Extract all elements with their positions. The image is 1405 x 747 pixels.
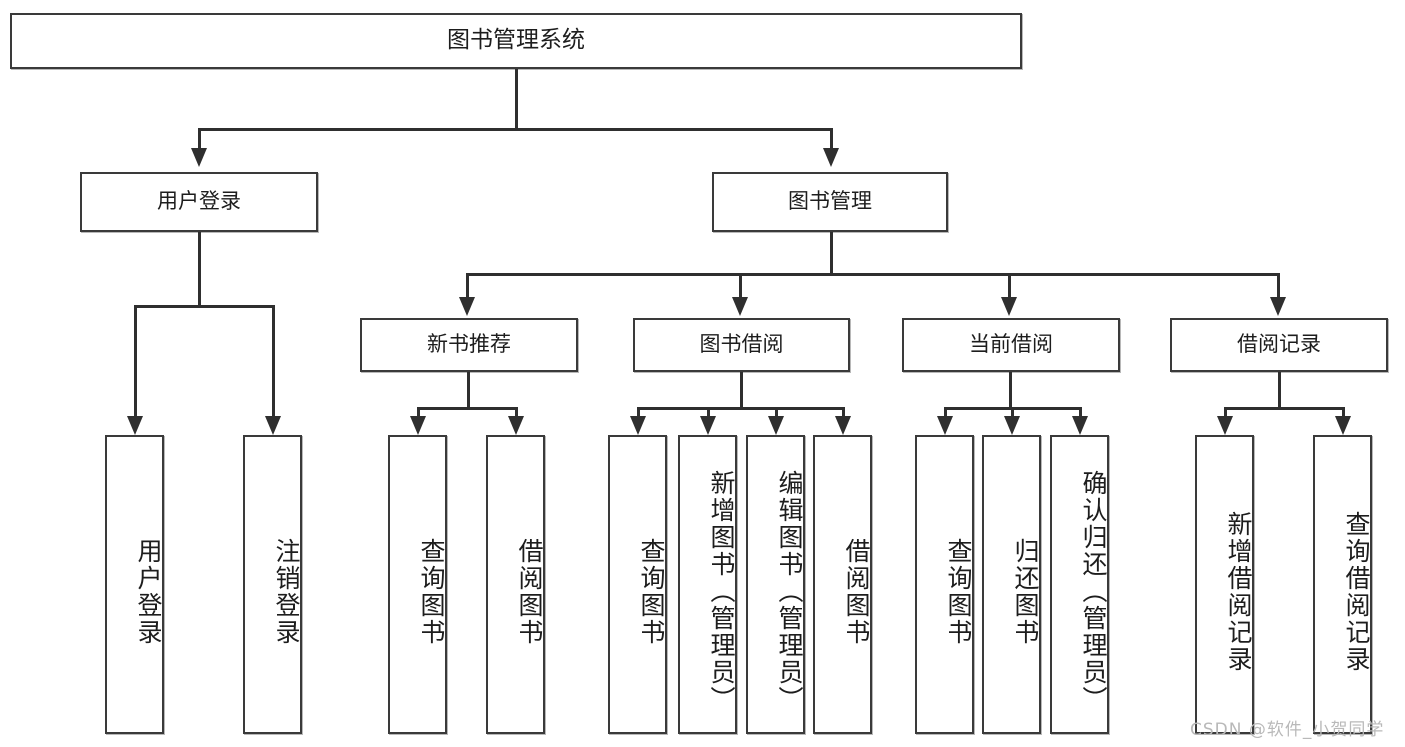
connector-book-borrow-l4 bbox=[842, 407, 845, 416]
node-label: 归还图书 bbox=[1011, 537, 1040, 646]
leaf-query-borrow-record[interactable]: 查询借阅记录 bbox=[1313, 435, 1372, 734]
node-label: 查询图书 bbox=[944, 537, 973, 646]
connector-root-to-user-login bbox=[198, 128, 201, 148]
node-label: 图书管理系统 bbox=[447, 27, 585, 54]
arrowhead-add-record bbox=[1217, 416, 1233, 435]
node-label: 当前借阅 bbox=[969, 332, 1053, 357]
node-label: 图书管理 bbox=[788, 189, 872, 214]
connector-user-login-bus bbox=[134, 305, 272, 308]
leaf-return-book[interactable]: 归还图书 bbox=[982, 435, 1041, 734]
arrowhead-edit-book bbox=[768, 416, 784, 435]
connector-new-book-l1 bbox=[417, 407, 420, 416]
connector-book-borrow-l2 bbox=[707, 407, 710, 416]
arrowhead-return-book bbox=[1004, 416, 1020, 435]
node-new-book-recommend[interactable]: 新书推荐 bbox=[360, 318, 578, 372]
connector-user-login-stem bbox=[198, 232, 201, 308]
node-label: 借阅记录 bbox=[1237, 332, 1321, 357]
node-user-login[interactable]: 用户登录 bbox=[80, 172, 318, 232]
leaf-query-book-current[interactable]: 查询图书 bbox=[915, 435, 974, 734]
arrowhead-book-borrow bbox=[732, 297, 748, 316]
arrowhead-borrow-book-1 bbox=[508, 416, 524, 435]
connector-current-borrow-l2 bbox=[1011, 407, 1014, 416]
connector-current-borrow-stem bbox=[1009, 372, 1012, 410]
node-current-borrow[interactable]: 当前借阅 bbox=[902, 318, 1120, 372]
arrowhead-borrow-record bbox=[1270, 297, 1286, 316]
connector-book-borrow-stem bbox=[740, 372, 743, 410]
arrowhead-new-book-rec bbox=[459, 297, 475, 316]
arrowhead-query-record bbox=[1335, 416, 1351, 435]
node-book-management[interactable]: 图书管理 bbox=[712, 172, 948, 232]
leaf-add-book-admin[interactable]: 新增图书（管理员） bbox=[678, 435, 737, 734]
arrowhead-confirm-return bbox=[1072, 416, 1088, 435]
node-label: 借阅图书 bbox=[515, 537, 544, 646]
connector-book-mgmt-stem bbox=[830, 232, 833, 276]
node-label: 新增图书（管理员） bbox=[707, 470, 736, 713]
node-label: 注销登录 bbox=[272, 537, 301, 646]
connector-to-new-book-rec bbox=[466, 273, 469, 297]
node-root-system[interactable]: 图书管理系统 bbox=[10, 13, 1022, 69]
node-label: 编辑图书（管理员） bbox=[775, 470, 804, 713]
leaf-confirm-return-admin[interactable]: 确认归还（管理员） bbox=[1050, 435, 1109, 734]
leaf-user-login[interactable]: 用户登录 bbox=[105, 435, 164, 734]
connector-root-stem bbox=[515, 69, 518, 129]
node-borrow-record[interactable]: 借阅记录 bbox=[1170, 318, 1388, 372]
arrowhead-query-book-2 bbox=[630, 416, 646, 435]
leaf-query-book-new-rec[interactable]: 查询图书 bbox=[388, 435, 447, 734]
connector-book-mgmt-bus bbox=[466, 273, 1280, 276]
connector-book-borrow-bus bbox=[637, 407, 843, 410]
arrowhead-leaf-user-login bbox=[127, 416, 143, 435]
node-label: 查询图书 bbox=[637, 537, 666, 646]
arrowhead-user-login bbox=[191, 148, 207, 167]
arrowhead-current-borrow bbox=[1001, 297, 1017, 316]
arrowhead-borrow-book-2 bbox=[835, 416, 851, 435]
leaf-query-book-borrow[interactable]: 查询图书 bbox=[608, 435, 667, 734]
arrowhead-book-mgmt bbox=[823, 148, 839, 167]
node-label: 用户登录 bbox=[157, 189, 241, 214]
connector-book-borrow-l1 bbox=[637, 407, 640, 416]
connector-root-to-book-mgmt bbox=[830, 128, 833, 148]
connector-root-bus bbox=[198, 128, 832, 131]
connector-user-login-left bbox=[134, 305, 137, 416]
arrowhead-query-book-3 bbox=[937, 416, 953, 435]
node-label: 新增借阅记录 bbox=[1224, 510, 1253, 673]
node-label: 查询借阅记录 bbox=[1342, 510, 1371, 673]
connector-new-book-l2 bbox=[515, 407, 518, 416]
node-label: 新书推荐 bbox=[427, 332, 511, 357]
connector-new-book-bus bbox=[417, 407, 518, 410]
connector-to-current-borrow bbox=[1008, 273, 1011, 297]
node-book-borrow[interactable]: 图书借阅 bbox=[633, 318, 850, 372]
node-label: 确认归还（管理员） bbox=[1079, 470, 1108, 713]
connector-new-book-stem bbox=[467, 372, 470, 410]
connector-borrow-record-bus bbox=[1224, 407, 1344, 410]
node-label: 图书借阅 bbox=[699, 332, 784, 357]
leaf-borrow-book-new-rec[interactable]: 借阅图书 bbox=[486, 435, 545, 734]
connector-user-login-right bbox=[272, 305, 275, 416]
leaf-logout[interactable]: 注销登录 bbox=[243, 435, 302, 734]
arrowhead-add-book bbox=[700, 416, 716, 435]
arrowhead-leaf-logout bbox=[265, 416, 281, 435]
arrowhead-query-book-1 bbox=[410, 416, 426, 435]
connector-current-borrow-l1 bbox=[944, 407, 947, 416]
leaf-borrow-book[interactable]: 借阅图书 bbox=[813, 435, 872, 734]
connector-borrow-record-l2 bbox=[1342, 407, 1345, 416]
node-label: 借阅图书 bbox=[842, 537, 871, 646]
connector-current-borrow-l3 bbox=[1079, 407, 1082, 416]
connector-book-borrow-l3 bbox=[775, 407, 778, 416]
node-label: 用户登录 bbox=[134, 537, 163, 646]
connector-borrow-record-l1 bbox=[1224, 407, 1227, 416]
connector-borrow-record-stem bbox=[1278, 372, 1281, 410]
connector-to-book-borrow bbox=[739, 273, 742, 297]
node-label: 查询图书 bbox=[417, 537, 446, 646]
leaf-edit-book-admin[interactable]: 编辑图书（管理员） bbox=[746, 435, 805, 734]
leaf-add-borrow-record[interactable]: 新增借阅记录 bbox=[1195, 435, 1254, 734]
connector-to-borrow-record bbox=[1277, 273, 1280, 297]
